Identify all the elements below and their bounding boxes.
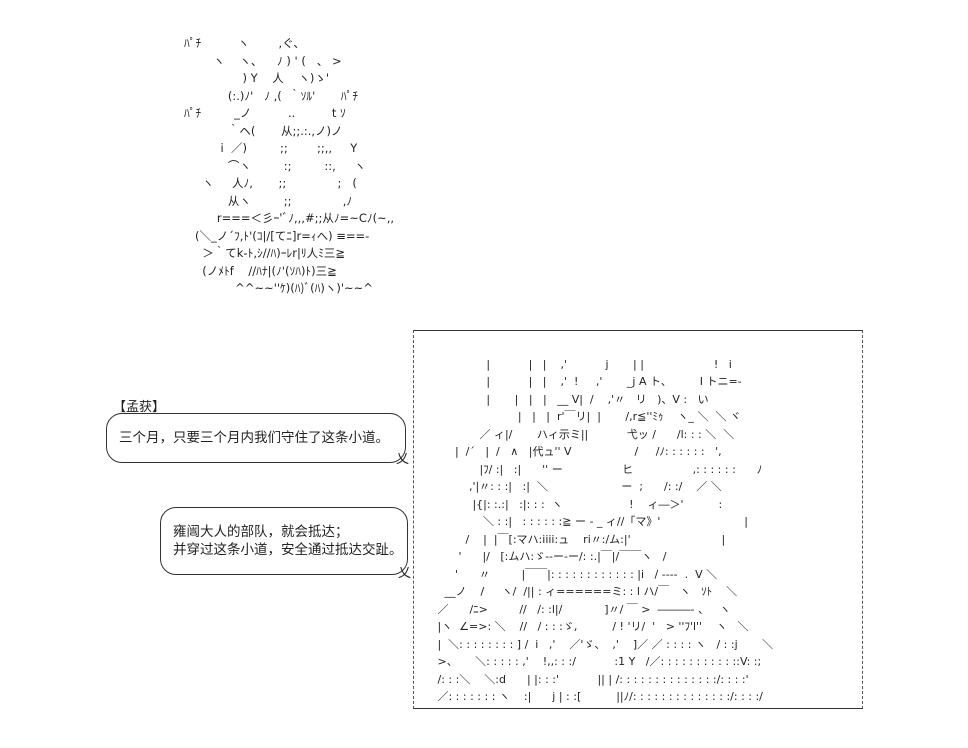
art-line: >、 ＼: : : : : ,' !,,: : :/ :1 Y /／: : : … <box>420 655 762 668</box>
art-line: ／ /ﾆ> // /: :l|/ ]〃/ ￣ > ―――‐ 、 ヽ <box>420 602 731 616</box>
bubble-2-tail: 乂 <box>398 566 412 581</box>
art-line: | /´ | / ∧ |代ュ'' V / /ﾉ: : : : : : ', <box>420 445 722 458</box>
art-line: r===＜彡ｰ'ﾞﾉ,,,#;;从ﾉ=~Cﾉ(~,, <box>184 211 395 225</box>
speaker-name: 【孟获】 <box>113 400 166 415</box>
bubble-2-line-2: 并穿过这条小道，安全通过抵达交趾。 <box>173 542 403 558</box>
art-line: __ノ / ヽ/ /|| : ィ======ミ: : l ハ/￣ ヽ ｿﾄ ＼ <box>420 585 738 598</box>
art-line: 从ヽ ;; ,ﾉ <box>184 193 353 208</box>
art-line: (＼_ノ´ﾌ,ﾄ'(ｺ|/[てﾆ]r=ｨへ) ≡==- <box>184 228 370 243</box>
art-line: ｀ヘ( 从;;.:.,ノ)ノ <box>184 123 343 138</box>
art-frame <box>413 330 863 709</box>
art-line: | | | ,' ! ,' _j A ト、 I トニ=- <box>420 375 742 388</box>
art-line: ' |/ [:ムハ:ゞ‐‐ー‐ー/: :.|￣|/￣￣ヽ / <box>420 550 667 563</box>
art-line: |{|: :.:| :|: : : ヽ ! ィ―＞' : <box>420 497 723 511</box>
art-line: ) Y 人 ヽ)ゝ' <box>184 71 330 85</box>
art-line: ﾊﾟﾁ ヽ ,ぐ、 <box>184 36 305 50</box>
bubble-1-tail: 乂 <box>396 452 410 467</box>
art-line: | | | ,' j | | ! i <box>420 357 732 371</box>
art-line: (ノﾒﾄf //ﾊﾅ|(ﾉ'(ｿﾊ)ﾄ)三≧ <box>184 263 337 278</box>
art-line: |ヽ ∠=>: ＼ // / : : :ゞ, / ! 'リ/ ' > ''ﾌ'l… <box>420 620 749 633</box>
art-line: |ﾌ/ :| :| '' ー ヒ ,: : : : : : ﾉ <box>420 462 763 476</box>
art-line: ⌒ヽ :; ::, ヽ <box>184 158 366 173</box>
art-line: ＞｀てk-ﾄ,ｼ//ﾊ)ｰﾚr|ﾘ人ﾐ三≧ <box>184 246 345 260</box>
art-line: /: : :＼ ＼:d | |: : :' || | /: : : : : : … <box>420 672 749 686</box>
art-line <box>420 338 773 356</box>
right-ascii-art: | | | ,' j | | ! i | | | ,' ! ,' _j A ト、… <box>420 338 773 706</box>
top-ascii-art: ﾊﾟﾁ ヽ ,ぐ、 ヽ ヽ、 ﾉ ) ' ( 、 > ) Y 人 ヽ)ゝ' (:… <box>184 35 394 298</box>
bubble-2-line-1: 雍闿大人的部队，就会抵达； <box>173 524 349 540</box>
art-line: | | | | __ V| / ,'〃 リ )、V : い <box>420 392 709 406</box>
speech-bubble-1: 三个月，只要三个月内我们守住了这条小道。 <box>106 413 406 463</box>
art-line: ヽ ヽ、 ﾉ ) ' ( 、 > <box>184 53 342 68</box>
art-line: ／ ィ|/ ハィ示ミ|| 弋ッ / /l: : : ＼ ＼ <box>420 427 735 441</box>
art-line: | ＼: : : : : : : : ] / i ,' ／'ゞ、 ,' ]／ ／… <box>420 637 774 651</box>
art-line: | | | r'￣リ| | /,r≦''ﾐｩ ヽ_ ＼ ＼ ヾ <box>420 410 741 423</box>
speech-bubble-2: 雍闿大人的部队，就会抵达； 并穿过这条小道，安全通过抵达交趾。 <box>160 507 408 575</box>
bubble-1-text: 三个月，只要三个月内我们守住了这条小道。 <box>119 430 389 446</box>
art-line: i ／) ;; ;;,, Y <box>184 141 358 155</box>
art-line: ヽ 人ﾉ, ;; ; ( <box>184 176 357 190</box>
art-line: ／: : : : : : : ヽ :| j | : :[ ||ﾉ/: : : :… <box>420 690 763 703</box>
art-line: (:.)ﾉ' ﾉ ,( ｀ｿﾙ' ﾊﾟﾁ <box>184 88 359 103</box>
art-line: / | |￣[:マハ:iiii:ュ ri〃:/ム:|' | <box>420 532 726 546</box>
art-line: ＼ : :| : : : : : :≧ ー ‐ _ ィ//「マ》' | <box>420 515 748 528</box>
art-line: ' 〃 |￣￣|: : : : : : : : : : : : |i / ‐‐‐… <box>420 567 718 581</box>
art-line: ,'|〃: : :| :| ＼ ー ; /: :/ ／ ＼ <box>420 480 722 493</box>
art-line: ﾊﾟﾁ _ノ .. t ｿ <box>184 106 346 120</box>
art-line: ^^~~''ｹ)(ﾊ)ﾞ(ﾊ)ヽ)'~~^ <box>184 281 373 295</box>
